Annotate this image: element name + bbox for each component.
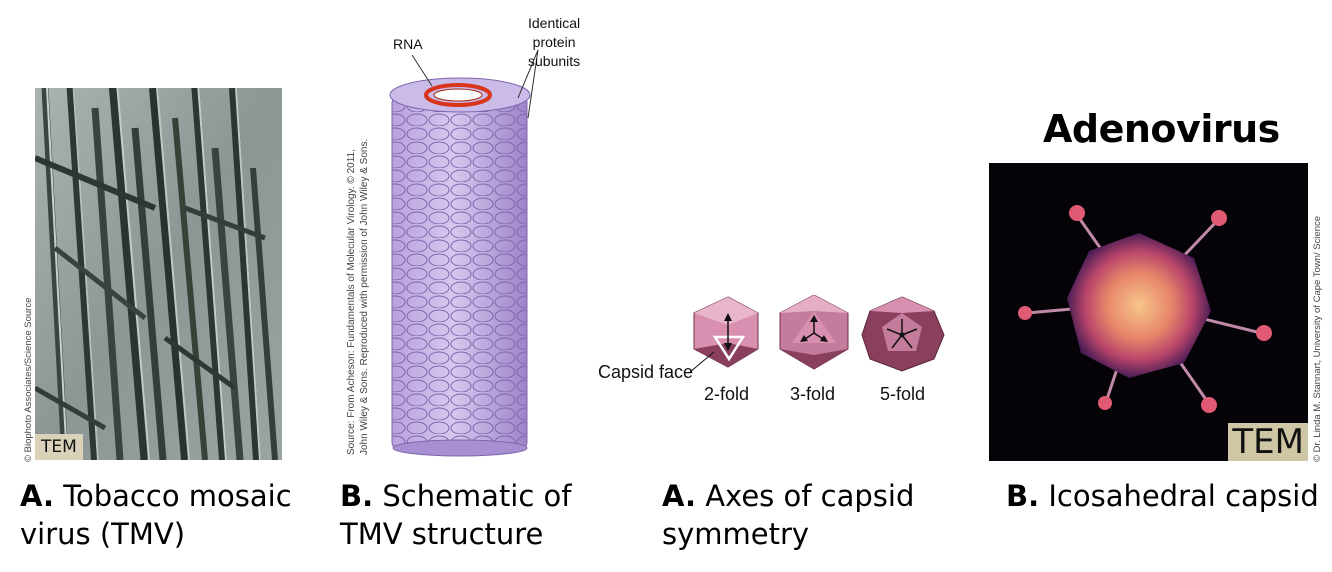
fold-5-label: 5-fold — [880, 384, 926, 404]
symmetry-diagrams — [693, 295, 945, 372]
adenovirus-credit: © Dr. Linda M. Stannart, University of C… — [1312, 215, 1323, 462]
caption-text: virus (TMV) — [20, 517, 186, 551]
tmv-micrograph: TEM — [35, 88, 282, 460]
caption-letter: B. — [340, 479, 374, 513]
subunits-label-line: protein — [532, 34, 576, 50]
caption-letter: B. — [1006, 479, 1040, 513]
caption-adenovirus: B. Icosahedral capsid — [1006, 477, 1319, 515]
threefold-icosahedron — [779, 295, 849, 370]
adenovirus-image — [989, 163, 1308, 461]
caption-text: TMV structure — [340, 517, 544, 551]
caption-symmetry: A. Axes of capsid symmetry — [662, 477, 914, 553]
caption-text: Axes of capsid — [705, 479, 915, 513]
tem-label: TEM — [35, 434, 83, 460]
fivefold-icosahedron — [861, 296, 945, 372]
tem-label: TEM — [1228, 423, 1308, 461]
caption-letter: A. — [20, 479, 54, 513]
tmv-schematic — [389, 49, 539, 457]
fold-2-label: 2-fold — [704, 384, 750, 404]
schematic-credit-line1: Source: From Acheson: Fundamentals of Mo… — [346, 149, 357, 455]
caption-tmv-photo: A. Tobacco mosaic virus (TMV) — [20, 477, 292, 553]
rna-label: RNA — [393, 36, 423, 52]
subunits-label: Identical protein subunits — [528, 14, 580, 71]
capsid-face-label: Capsid face — [598, 362, 694, 382]
tmv-rods-image — [35, 88, 282, 460]
adenovirus-title: Adenovirus — [1043, 107, 1280, 151]
subunits-label-line: Identical — [528, 15, 581, 31]
caption-text: symmetry — [662, 517, 810, 551]
schematic-credit-line2: John Wiley & Sons. Reproduced with permi… — [359, 138, 370, 455]
fold-3-label: 3-fold — [790, 384, 836, 404]
capsid-face-pointer — [690, 351, 715, 373]
caption-text: Tobacco mosaic — [63, 479, 292, 513]
twofold-icosahedron — [693, 296, 759, 368]
caption-text: Schematic of — [382, 479, 572, 513]
adenovirus-micrograph: TEM — [989, 163, 1308, 461]
caption-tmv-schematic: B. Schematic of TMV structure — [340, 477, 571, 553]
tmv-photo-credit: © Biophoto Associates/Science Source — [23, 297, 34, 462]
subunits-label-line: subunits — [528, 53, 581, 69]
caption-letter: A. — [662, 479, 696, 513]
caption-text: Icosahedral capsid — [1048, 479, 1319, 513]
